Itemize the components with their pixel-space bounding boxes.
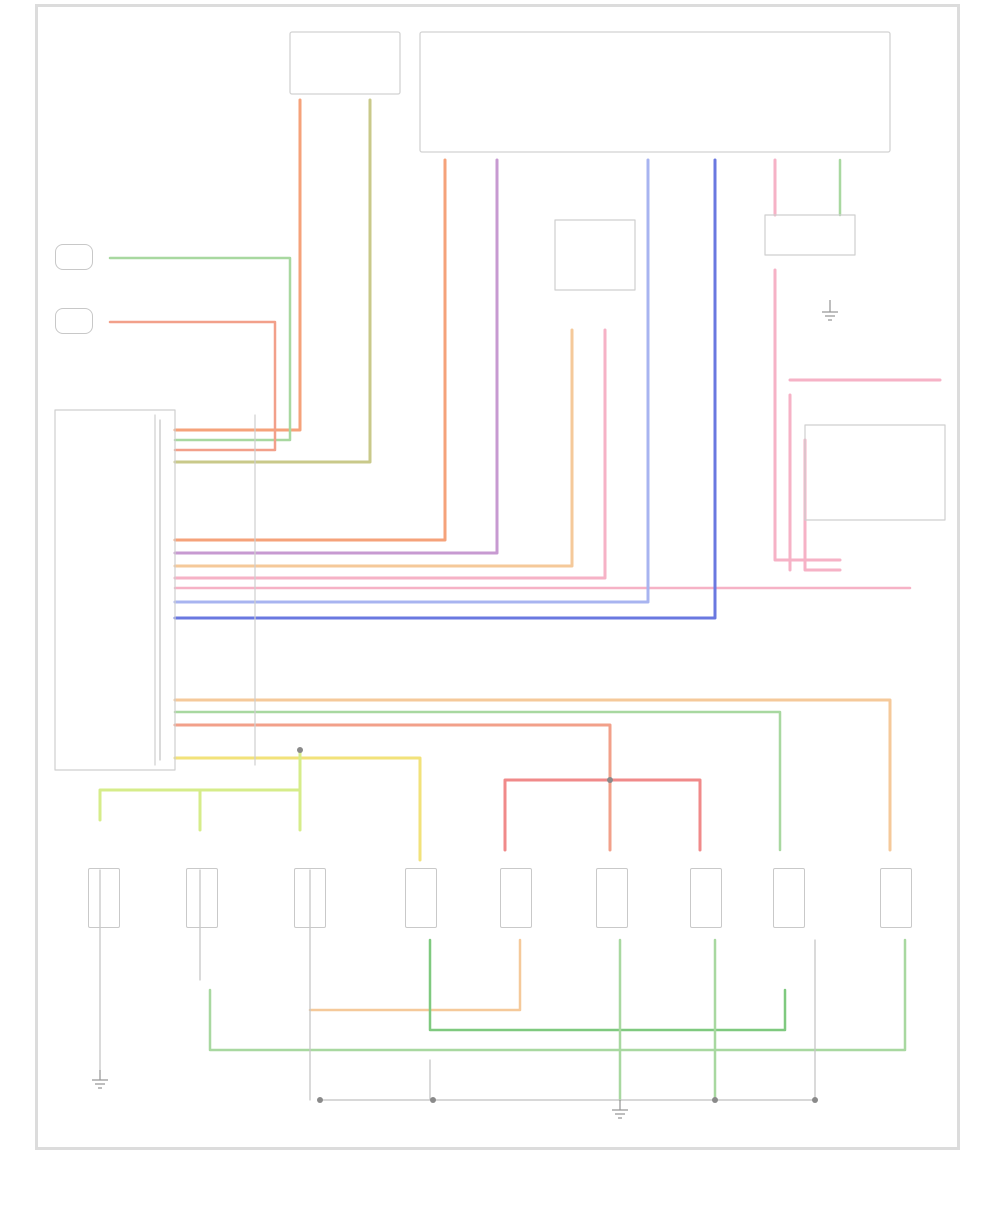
- wire-blue: [173, 158, 717, 620]
- wire-salmon-lower: [173, 723, 612, 852]
- wire-pink-1: [173, 328, 607, 580]
- switch-icon: [88, 868, 120, 928]
- connector-block: [54, 409, 256, 771]
- wire-green-lamp1: [108, 256, 292, 442]
- splice-dot-icon: [607, 777, 613, 783]
- switch-icon: [880, 868, 912, 928]
- wire-salmon-lamp2: [108, 320, 277, 452]
- relay-boxes: [554, 214, 946, 521]
- wire-green-return1: [208, 938, 907, 1052]
- ground-icons: [92, 300, 838, 1119]
- wire-green-lower: [173, 710, 782, 852]
- lamp-icon: [55, 244, 93, 270]
- splice-dot-icon: [430, 1097, 436, 1103]
- splice-dot-icon: [297, 747, 303, 753]
- switch-icon: [500, 868, 532, 928]
- ground-icon: [92, 1070, 108, 1089]
- ground-icon: [822, 300, 838, 321]
- wire-olive-return: [308, 938, 522, 1012]
- wire-peach: [173, 328, 574, 568]
- wire-yellow-lower: [173, 756, 422, 862]
- wire-red-loop: [503, 778, 702, 852]
- wire-olive-main: [173, 98, 372, 464]
- wire-orange-main: [173, 98, 302, 432]
- switch-icon: [690, 868, 722, 928]
- switch-icon: [773, 868, 805, 928]
- wire-purple: [173, 158, 499, 555]
- wire-green-return2: [428, 938, 787, 1032]
- switch-icon: [186, 868, 218, 928]
- splice-dots: [297, 747, 818, 1103]
- wire-yellowgreen: [98, 748, 302, 832]
- wire-pink-2: [773, 268, 842, 562]
- wire-orange-2: [173, 158, 447, 542]
- switch-icon: [294, 868, 326, 928]
- splice-dot-icon: [812, 1097, 818, 1103]
- switch-icon: [405, 868, 437, 928]
- wire-peach-lower: [173, 698, 892, 852]
- switch-icon: [596, 868, 628, 928]
- gray-wires: [99, 419, 816, 1101]
- splice-dot-icon: [317, 1097, 323, 1103]
- diagram-frame: [35, 4, 960, 1150]
- top-fuse-block: [289, 31, 891, 153]
- wire-lightblue: [173, 158, 650, 604]
- ground-icon: [612, 1100, 628, 1119]
- splice-dot-icon: [712, 1097, 718, 1103]
- wire-pink-4: [803, 438, 842, 572]
- lamp-icon: [55, 308, 93, 334]
